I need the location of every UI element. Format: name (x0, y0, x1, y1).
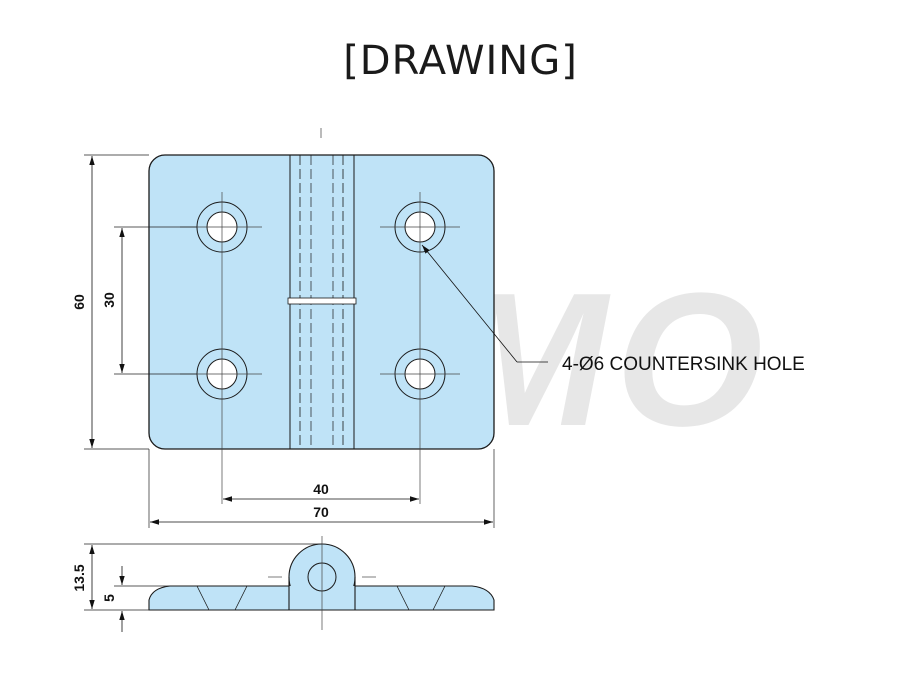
dimension-13.5-label: 13.5 (71, 564, 87, 591)
dimension-60: 60 (71, 154, 149, 450)
dimension-60-label: 60 (71, 294, 87, 310)
dimension-5-label: 5 (101, 594, 117, 602)
drawing-title: [DRAWING] (343, 38, 578, 84)
side-plate-right (353, 585, 495, 611)
dimension-30-label: 30 (101, 292, 117, 308)
side-plate-left (148, 585, 291, 611)
dimension-70-label: 70 (313, 504, 329, 520)
dimension-13.5: 13.5 (71, 543, 322, 611)
dimension-30: 30 (101, 226, 197, 375)
top-view: 60 30 40 70 (71, 128, 805, 528)
dimension-70: 70 (148, 449, 495, 528)
callout-leader (421, 244, 548, 363)
dimension-40: 40 (223, 481, 419, 502)
side-view: 13.5 5 (71, 536, 495, 632)
dimension-5: 5 (101, 566, 170, 632)
dimension-40-label: 40 (313, 481, 329, 497)
countersink-callout: 4-Ø6 COUNTERSINK HOLE (562, 354, 805, 375)
